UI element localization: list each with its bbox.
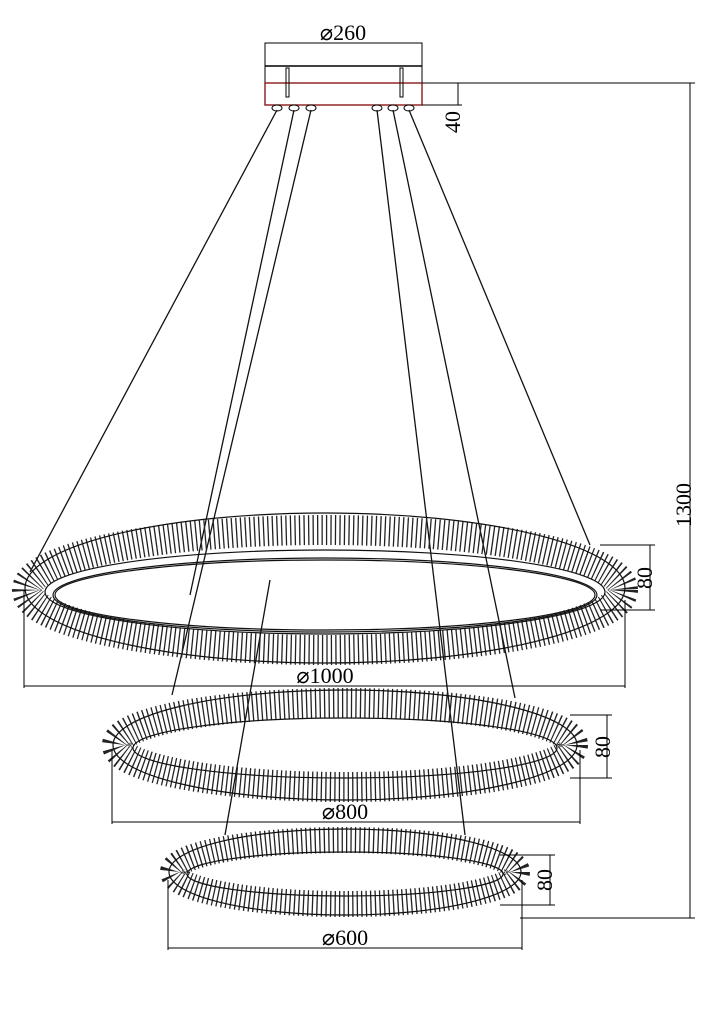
canopy-diameter-dimension: ⌀260 [265,20,422,45]
ring-1000-height-label: 80 [632,567,657,589]
ring-1000-dimensions: 80 ⌀1000 [23,544,657,688]
canopy [264,42,423,112]
ring-600-dimensions: 80 ⌀600 [167,854,557,950]
canopy-height-dimension: 40 [422,82,695,133]
ring-800-dimensions: 80 ⌀800 [111,714,615,824]
canopy-height-label: 40 [440,111,465,133]
ring-800 [102,688,588,802]
ring-1000 [12,512,638,665]
ring-800-height-label: 80 [590,736,615,758]
ring-600-diameter-label: ⌀600 [322,925,368,950]
total-height-label: 1300 [671,483,696,527]
total-height-dimension: 1300 [520,83,696,919]
canopy-diameter-label: ⌀260 [320,20,366,45]
ring-600 [160,827,530,917]
suspension-wires [29,109,591,836]
ring-600-height-label: 80 [532,869,557,891]
ring-1000-diameter-label: ⌀1000 [296,663,353,688]
ring-800-diameter-label: ⌀800 [322,799,368,824]
